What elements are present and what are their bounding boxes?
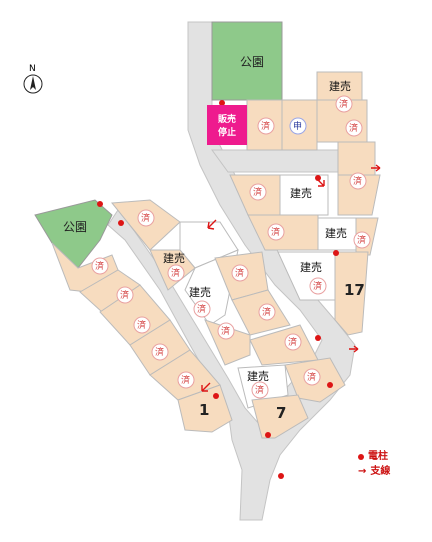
legend-guy-wire-label: 支線 [370,466,391,477]
for-sale-label: 建売 [189,285,211,299]
legend-guy-wire: → 支線 [358,464,390,479]
sold-marker: 済 [91,257,109,275]
branch-road [211,149,339,173]
applied-marker: 申 [289,117,307,135]
lot [334,251,369,336]
sold-marker: 済 [345,119,363,137]
sold-marker: 済 [231,264,249,282]
lot [337,174,381,216]
svg-text:済: 済 [171,267,180,279]
svg-text:済: 済 [307,371,316,383]
sold-marker: 済 [249,183,267,201]
for-sale-label: 建売 [325,226,347,240]
svg-text:済: 済 [221,325,230,337]
sale-stop-badge: 販売 停止 [207,105,247,145]
sold-marker: 済 [251,381,269,399]
utility-pole [97,201,103,207]
svg-text:申: 申 [293,120,302,132]
sold-marker: 済 [267,223,285,241]
sold-marker: 済 [177,371,195,389]
park-label: 公園 [63,220,87,234]
utility-pole [213,393,219,399]
sold-marker: 済 [335,95,353,113]
svg-text:済: 済 [197,303,206,315]
lot [251,394,309,439]
sale-stop-line2: 停止 [217,128,236,138]
red-arrow-icon: → [358,466,367,477]
for-sale-label: 建売 [247,369,269,383]
guy-wire [317,179,325,187]
sold-marker: 済 [353,231,371,249]
svg-text:済: 済 [261,120,270,132]
utility-pole [315,335,321,341]
sold-marker: 済 [303,368,321,386]
utility-pole [315,175,321,181]
svg-text:済: 済 [120,289,129,301]
sold-marker: 済 [284,333,302,351]
svg-text:済: 済 [253,186,262,198]
svg-text:済: 済 [235,267,244,279]
legend-pole-label: 電柱 [368,451,388,462]
lot [204,319,251,366]
legend: 電柱 → 支線 [358,449,390,479]
lot [317,217,357,251]
sold-marker: 済 [257,117,275,135]
sold-marker: 済 [137,209,155,227]
svg-text:済: 済 [349,122,358,134]
utility-pole [265,432,271,438]
legend-pole: 電柱 [358,449,390,464]
for-sale-label: 建売 [300,260,322,274]
svg-text:済: 済 [255,384,264,396]
sold-marker: 済 [217,322,235,340]
svg-text:済: 済 [339,98,348,110]
sale-stop-line1: 販売 [217,115,236,125]
sold-marker: 済 [193,300,211,318]
svg-text:済: 済 [353,175,362,187]
sold-marker: 済 [258,303,276,321]
compass-n-label: N [29,64,36,74]
guy-wire [201,382,211,392]
lot-number-1: 1 [199,401,209,419]
utility-pole [327,382,333,388]
lot [246,99,283,151]
sold-marker: 済 [151,343,169,361]
red-dot-icon [358,453,364,460]
utility-pole [278,473,284,479]
sold-marker: 済 [133,316,151,334]
for-sale-label: 建売 [329,79,351,93]
svg-text:済: 済 [95,260,104,272]
guy-wire [349,345,359,353]
svg-text:済: 済 [288,336,297,348]
for-sale-label: 建売 [163,251,185,265]
sold-marker: 済 [167,264,185,282]
for-sale-label: 建売 [290,186,312,200]
guy-wire [371,164,381,172]
svg-text:済: 済 [262,306,271,318]
utility-pole [118,220,124,226]
svg-text:済: 済 [357,234,366,246]
lot-number-17: 17 [344,281,365,299]
svg-text:済: 済 [271,226,280,238]
svg-text:済: 済 [313,280,322,292]
park-label: 公園 [240,55,264,69]
lot-number-7: 7 [276,404,286,422]
svg-text:済: 済 [141,212,150,224]
sold-marker: 済 [116,286,134,304]
svg-text:済: 済 [137,319,146,331]
svg-text:済: 済 [181,374,190,386]
svg-text:済: 済 [155,346,164,358]
north-arrow-icon: N [22,62,44,96]
guy-wire [207,219,217,230]
sold-marker: 済 [309,277,327,295]
utility-pole [219,100,225,106]
lot [337,141,376,176]
utility-pole [333,250,339,256]
sold-marker: 済 [349,172,367,190]
